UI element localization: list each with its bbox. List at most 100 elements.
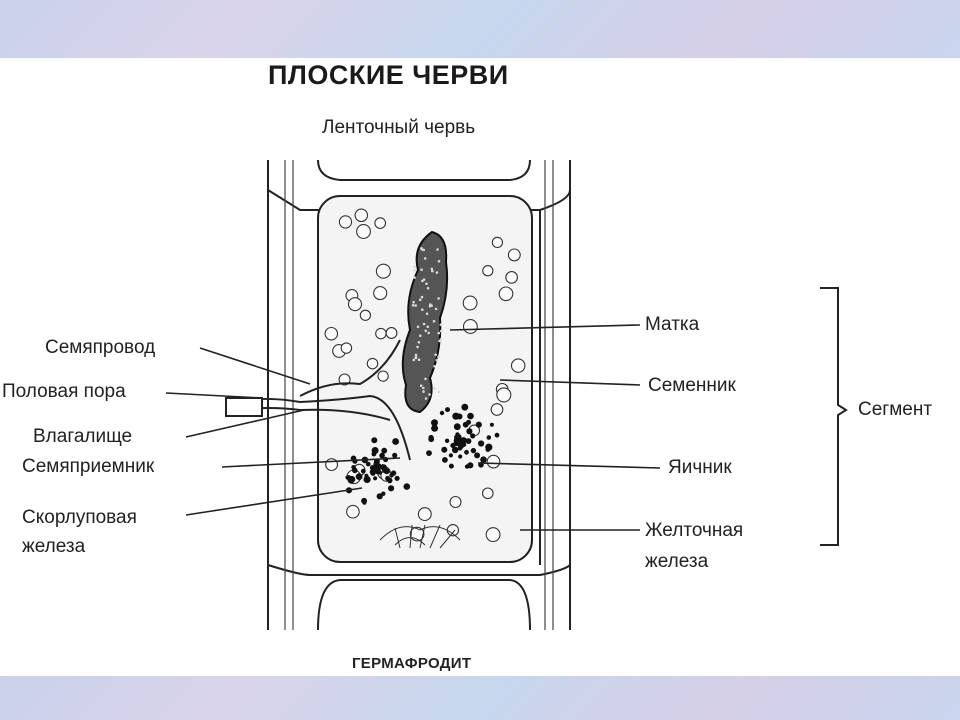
testis-follicle <box>340 342 353 354</box>
uterus-egg <box>435 271 439 274</box>
segment-bracket <box>820 287 848 546</box>
uterus-egg <box>417 358 421 362</box>
label-semyaprovod: Семяпровод <box>45 337 156 358</box>
uterus-egg <box>414 304 418 307</box>
uterus-egg <box>437 297 440 300</box>
ovary-lobule <box>362 500 367 505</box>
uterus-egg <box>427 331 431 335</box>
ovary-lobule <box>431 424 439 432</box>
ovary-lobule <box>426 450 432 456</box>
uterus-egg <box>437 390 440 394</box>
testis-follicle <box>354 208 369 223</box>
ovary-lobule <box>373 461 380 468</box>
testis-follicle <box>462 319 478 334</box>
label-vlagalishe: Влагалище <box>33 426 133 447</box>
uterus-egg <box>424 329 428 333</box>
ovary-lobule <box>462 421 469 428</box>
ovary-lobule <box>352 467 358 474</box>
label-yaichnik: Яичник <box>668 457 732 478</box>
uterus-egg <box>426 325 430 329</box>
ovary-lobule <box>445 407 450 413</box>
ovary-lobule <box>454 434 460 440</box>
testis-follicle <box>496 387 512 403</box>
testis-follicle <box>377 370 389 382</box>
uterus-egg <box>422 390 425 393</box>
ovary-lobule <box>392 438 399 445</box>
ovary-lobule <box>494 432 500 438</box>
uterus-egg <box>425 312 429 316</box>
uterus-egg <box>434 353 438 357</box>
ovary-lobule <box>428 434 434 441</box>
uterus-egg <box>423 257 427 260</box>
decorative-bottom-band <box>0 676 960 720</box>
uterus-egg <box>439 323 443 327</box>
ovary-lobule <box>390 470 397 476</box>
testis-follicle <box>491 236 504 249</box>
ovary-lobule <box>480 456 487 464</box>
uterus-egg <box>422 322 426 326</box>
testis-follicle <box>505 271 518 284</box>
previous-segment-border <box>317 159 531 181</box>
uterus-egg <box>411 304 415 307</box>
testis-follicle <box>385 327 398 339</box>
ovary-lobule <box>448 463 454 469</box>
ovary-lobule <box>459 440 467 448</box>
ovary-lobule <box>464 464 470 469</box>
uterus-egg <box>419 334 422 338</box>
ovary-lobule <box>456 441 461 447</box>
uterus-egg <box>437 355 440 359</box>
ovary-lobule <box>444 438 450 443</box>
uterus-egg <box>436 248 439 251</box>
ovary-lobule <box>470 433 476 439</box>
ovary-lobule <box>364 473 369 478</box>
ovary-lobule <box>371 437 378 444</box>
ovary-lobule <box>371 451 377 457</box>
ovary-lobule <box>380 464 387 471</box>
ovary-lobule <box>347 477 355 484</box>
ovary-lobule <box>461 403 469 411</box>
label-semyapriemnik: Семяприемник <box>22 456 155 477</box>
testis-follicle <box>507 248 521 262</box>
label-skorlupovaya-line1: Скорлуповая <box>22 507 137 528</box>
uterus-egg <box>413 265 416 269</box>
uterus-egg <box>419 384 423 388</box>
ovary-lobule <box>475 421 482 428</box>
ovary-lobule <box>431 419 438 427</box>
uterus-egg <box>428 393 431 396</box>
testis-follicle <box>347 297 363 312</box>
next-segment-border <box>317 579 531 631</box>
ovary-lobule <box>360 468 366 474</box>
ovary-lobule <box>392 452 398 458</box>
uterus-egg <box>437 260 441 263</box>
ovary-lobule <box>363 475 371 484</box>
uterus-egg <box>414 353 418 357</box>
uterus-egg <box>433 387 436 390</box>
diagram-subtitle: Ленточный червь <box>322 117 476 138</box>
diagram-caption: ГЕРМАФРОДИТ <box>352 655 472 672</box>
uterus-egg <box>421 308 424 312</box>
testis-follicle <box>346 504 360 519</box>
uterus-egg <box>424 377 427 381</box>
testis-follicle <box>486 454 501 469</box>
longitudinal-canals <box>284 160 554 630</box>
decorative-top-band <box>0 0 960 58</box>
diagram-title: ПЛОСКИЕ ЧЕРВИ <box>268 60 509 90</box>
label-matka: Матка <box>645 314 700 335</box>
ovary-lobule <box>451 446 459 454</box>
uterus-eggs <box>411 247 443 400</box>
ovary-lobule <box>452 412 460 420</box>
ovary-lobule <box>485 447 491 452</box>
uterus-egg <box>432 320 436 323</box>
testis-follicle <box>356 224 371 239</box>
uterus-egg <box>416 345 419 349</box>
uterus-egg <box>434 307 438 311</box>
ovary-lobule <box>365 461 371 467</box>
ovary-lobule <box>439 410 445 416</box>
ovary-lobule <box>466 428 473 435</box>
ovary-lobes <box>345 403 500 505</box>
testis-follicle <box>417 507 432 522</box>
ovary-lobule <box>467 412 474 420</box>
label-leader-lines <box>165 324 661 531</box>
uterus-egg <box>422 248 426 252</box>
ovary-lobule <box>373 467 379 473</box>
